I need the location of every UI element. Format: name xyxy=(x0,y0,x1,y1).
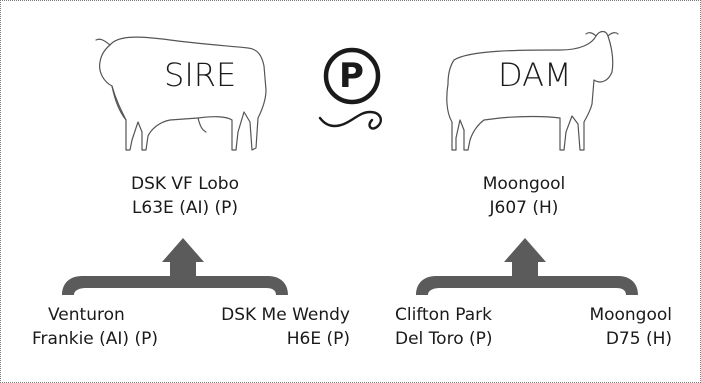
dam-parent-left: Clifton Park Del Toro (P) xyxy=(395,303,493,351)
sire-name: DSK VF Lobo L63E (AI) (P) xyxy=(120,172,250,220)
sire-name-line2: L63E (AI) (P) xyxy=(131,198,239,218)
poll-rope xyxy=(318,110,382,130)
dam-parent-right-line2: D75 (H) xyxy=(605,329,672,349)
dam-parent-bracket xyxy=(416,238,638,295)
sire-parent-right-line1: DSK Me Wendy xyxy=(221,305,350,325)
sire-parent-left: Venturon Frankie (AI) (P) xyxy=(32,303,158,351)
bull-icon xyxy=(95,36,267,151)
sire-parent-bracket xyxy=(62,238,288,295)
dam-parent-right-line1: Moongool xyxy=(589,305,672,325)
dam-parent-right: Moongool D75 (H) xyxy=(578,303,672,351)
cow-icon xyxy=(446,30,619,151)
dam-name-line2: J607 (H) xyxy=(489,198,559,218)
sire-parent-left-line2: Frankie (AI) (P) xyxy=(32,329,158,349)
sire-name-line1: DSK VF Lobo xyxy=(130,174,239,194)
sire-heading: SIRE xyxy=(164,56,237,94)
dam-heading: DAM xyxy=(498,56,572,94)
poll-letter: P xyxy=(339,56,364,96)
dam-parent-left-line2: Del Toro (P) xyxy=(395,329,493,349)
sire-parent-right-line2: H6E (P) xyxy=(286,329,350,349)
dam-parent-left-line1: Clifton Park xyxy=(395,305,492,325)
sire-parent-left-line1: Venturon xyxy=(48,305,125,325)
sire-parent-right: DSK Me Wendy H6E (P) xyxy=(218,303,350,351)
poll-circle xyxy=(323,47,381,105)
dam-name-line1: Moongool xyxy=(482,174,566,194)
poll-rope-icon xyxy=(318,47,382,130)
dam-name: Moongool J607 (H) xyxy=(464,172,584,220)
